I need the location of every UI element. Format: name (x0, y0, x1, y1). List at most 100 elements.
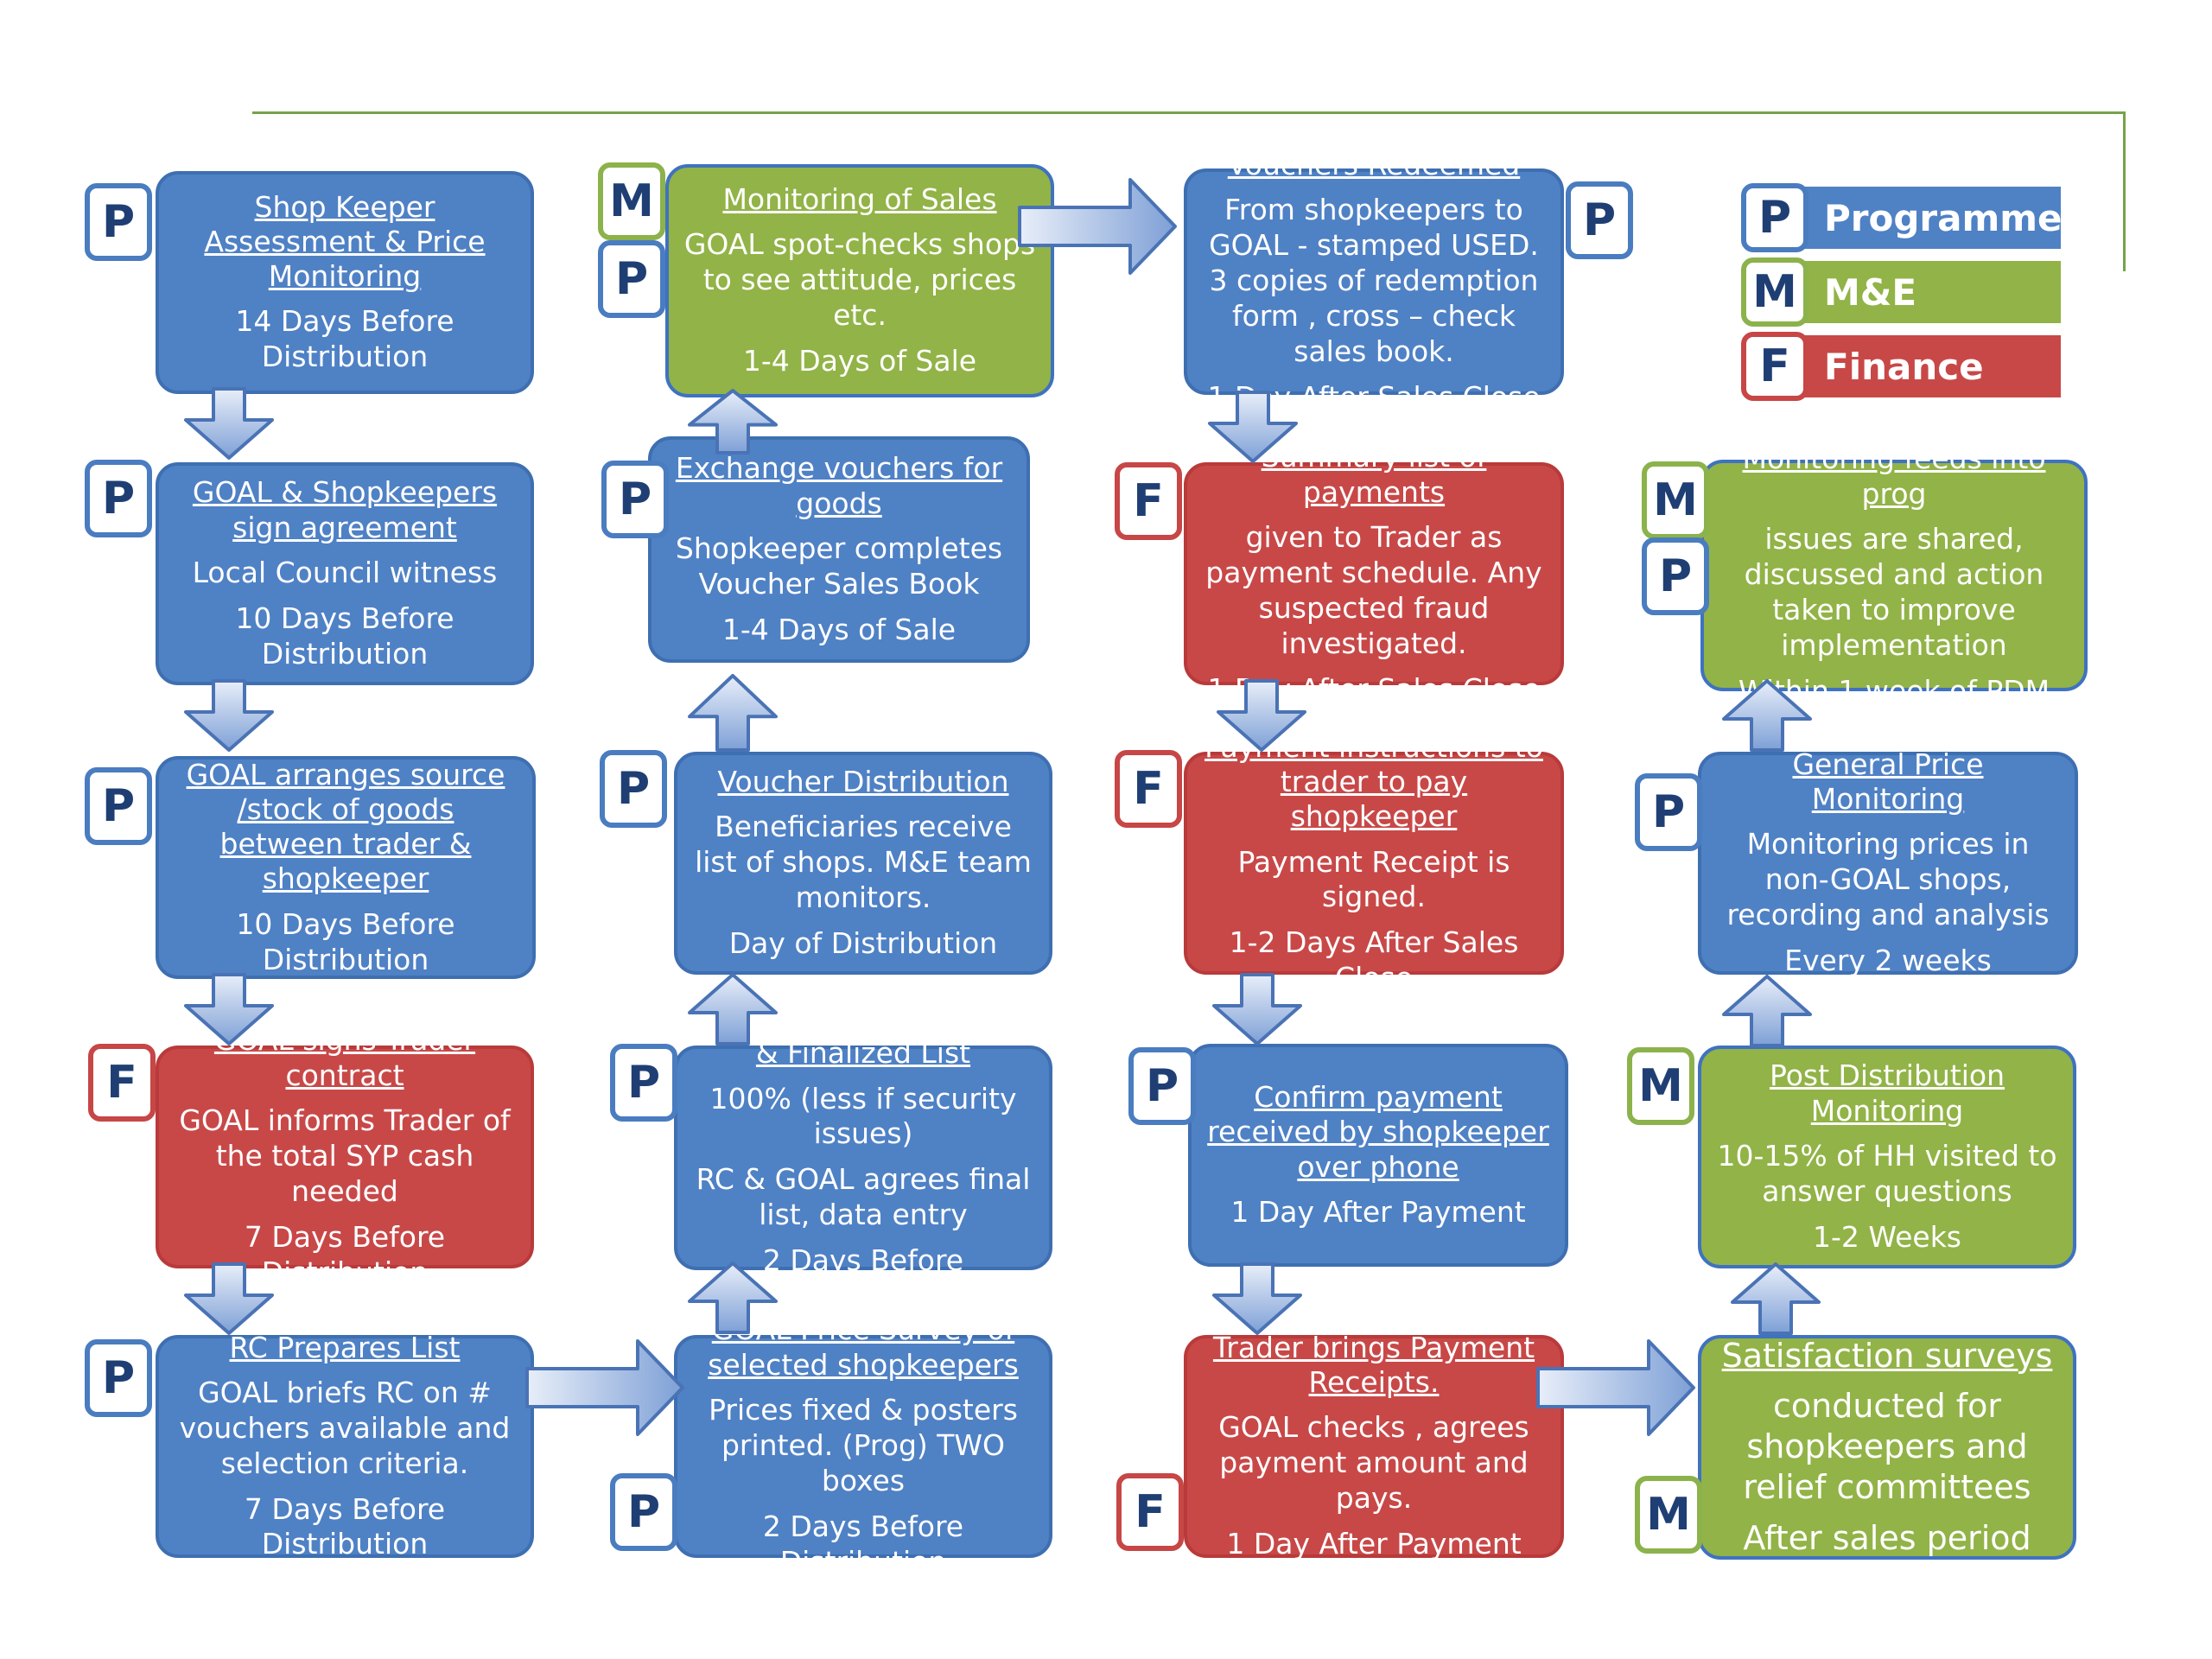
beneficiary-verification-box: Beneficiary Verification & Finalized Lis… (674, 1001, 1052, 1313)
flow-arrow-up (1731, 1262, 1821, 1335)
step-timing: 7 Days Before Distribution (244, 1219, 446, 1289)
step-title: Monitoring feeds into prog (1742, 442, 2046, 511)
role-badge-p: P (85, 1339, 152, 1417)
role-badge-p: P (601, 461, 669, 538)
role-badge-m: M (1635, 1476, 1702, 1554)
role-badge-f: F (1115, 750, 1182, 828)
step-detail: Local Council witness (192, 555, 498, 589)
flow-arrow-down (1208, 391, 1298, 463)
step-title: Summary list of payments (1261, 440, 1487, 509)
step-title: Trader brings Payment Receipts. (1212, 1330, 1535, 1400)
flow-arrow-down (184, 973, 274, 1046)
flow-arrow-down (184, 679, 274, 752)
role-badge-p: P (85, 767, 152, 845)
step-title: Vouchers Redeemed (1227, 148, 1521, 182)
step-detail: 10-15% of HH visited to answer questions (1717, 1138, 2057, 1208)
legend-badge-f: F (1741, 332, 1808, 401)
step-title: GOAL Price Survey of selected shopkeeper… (708, 1313, 1019, 1382)
shopkeeper-assessment-box: Shop Keeper Assessment & Price Monitorin… (156, 171, 534, 394)
role-badge-m: M (598, 162, 665, 240)
step-timing: 1-2 Weeks (1813, 1219, 1961, 1254)
step-title: Satisfaction surveys (1721, 1336, 2053, 1375)
step-detail: Monitoring prices in non-GOAL shops, rec… (1726, 827, 2050, 932)
step-timing: 1-4 Days of Sale (721, 612, 957, 646)
step-title: RC Prepares List (229, 1330, 461, 1364)
role-badge-p: P (1566, 181, 1633, 259)
step-timing: After sales period (1743, 1519, 2031, 1558)
role-badge-p: P (85, 460, 152, 537)
legend-item-m: M&E (1802, 261, 2061, 323)
role-badge-p: P (600, 750, 667, 828)
role-badge-m: M (1627, 1047, 1694, 1125)
flow-arrow-right (525, 1339, 684, 1436)
step-detail: 100% (less if security issues) (709, 1081, 1017, 1151)
flow-arrow-right (1536, 1339, 1695, 1436)
flow-arrow-up (688, 389, 778, 454)
step-title: Monitoring of Sales (722, 182, 997, 217)
step-title: GOAL signs Trader contract (213, 1023, 476, 1092)
step-title: Post Distribution Monitoring (1769, 1058, 2005, 1128)
arrange-source-box: GOAL arranges source /stock of goods bet… (156, 756, 536, 979)
monitoring-feeds-box: Monitoring feeds into prog issues are sha… (1700, 442, 2088, 708)
confirm-payment-box: Confirm payment received by shopkeeper o… (1188, 1044, 1568, 1267)
legend-item-f: Finance (1802, 335, 2061, 397)
frame-top-line (252, 111, 2126, 114)
step-timing: 1-2 Days After Sales Close (1229, 925, 1519, 995)
flow-arrow-up (688, 1262, 778, 1334)
step-detail: issues are shared, discussed and action … (1744, 521, 2044, 662)
step-timing: 2 Days Before Distribution (762, 1243, 964, 1313)
step-detail: Shopkeeper completes Voucher Sales Book (675, 531, 1003, 601)
role-badge-m: M (1642, 461, 1709, 539)
step-timing: 1 Day After Payment (1226, 1527, 1522, 1561)
step-title: Exchange vouchers for goods (675, 451, 1003, 520)
step-timing: 10 Days Before Distribution (236, 906, 455, 976)
step-timing: 10 Days Before Distribution (235, 601, 454, 671)
step-detail: conducted for shopkeepers and relief com… (1743, 1386, 2031, 1507)
legend-badge-m: M (1741, 257, 1808, 327)
step-timing: 1 Day After Payment (1230, 1194, 1526, 1229)
step-detail: RC & GOAL agrees final list, data entry (696, 1162, 1031, 1232)
post-distribution-box: Post Distribution Monitoring 10-15% of HH… (1698, 1046, 2076, 1268)
step-detail: Beneficiaries receive list of shops. M&E… (695, 810, 1032, 915)
legend-label: Programme (1824, 196, 2063, 239)
flow-arrow-up (688, 674, 778, 752)
step-detail: From shopkeepers to GOAL - stamped USED.… (1209, 193, 1539, 369)
flow-arrow-down (1212, 973, 1302, 1046)
step-timing: 14 Days Before Distribution (235, 304, 454, 374)
role-badge-f: F (1116, 1473, 1184, 1551)
step-timing: 1-4 Days of Sale (742, 344, 977, 378)
role-badge-f: F (1115, 462, 1182, 540)
step-detail: Prices fixed & posters printed. (Prog) T… (709, 1392, 1018, 1497)
step-detail: GOAL spot-checks shops to see attitude, … (683, 227, 1036, 333)
step-detail: Payment Receipt is signed. (1237, 844, 1510, 914)
flow-arrow-down (184, 1262, 274, 1335)
role-badge-p: P (1635, 773, 1702, 851)
step-title: General Price Monitoring (1792, 747, 1984, 817)
summary-payments-box: Summary list of payments given to Trader … (1184, 440, 1564, 706)
role-badge-p: P (85, 183, 152, 261)
flow-arrow-up (688, 973, 778, 1046)
step-detail: given to Trader as payment schedule. Any… (1205, 519, 1542, 660)
step-detail: GOAL informs Trader of the total SYP cas… (179, 1103, 511, 1208)
role-badge-p: P (1642, 537, 1709, 615)
step-title: Shop Keeper Assessment & Price Monitorin… (204, 189, 486, 294)
step-timing: Day of Distribution (728, 926, 998, 961)
step-title: Confirm payment received by shopkeeper o… (1207, 1080, 1549, 1184)
flow-arrow-right (1018, 178, 1177, 275)
satisfaction-surveys-box: Satisfaction surveys conducted for shopke… (1698, 1335, 2076, 1560)
step-timing: Every 2 weeks (1784, 944, 1992, 978)
flow-arrow-down (1212, 1262, 1302, 1335)
trader-receipts-box: Trader brings Payment Receipts. GOAL chec… (1184, 1331, 1564, 1560)
step-detail: GOAL checks , agrees payment amount and … (1218, 1410, 1529, 1516)
payment-instructions-box: Payment instructions to trader to pay sh… (1184, 730, 1564, 995)
step-detail: GOAL briefs RC on # vouchers available a… (179, 1375, 511, 1480)
